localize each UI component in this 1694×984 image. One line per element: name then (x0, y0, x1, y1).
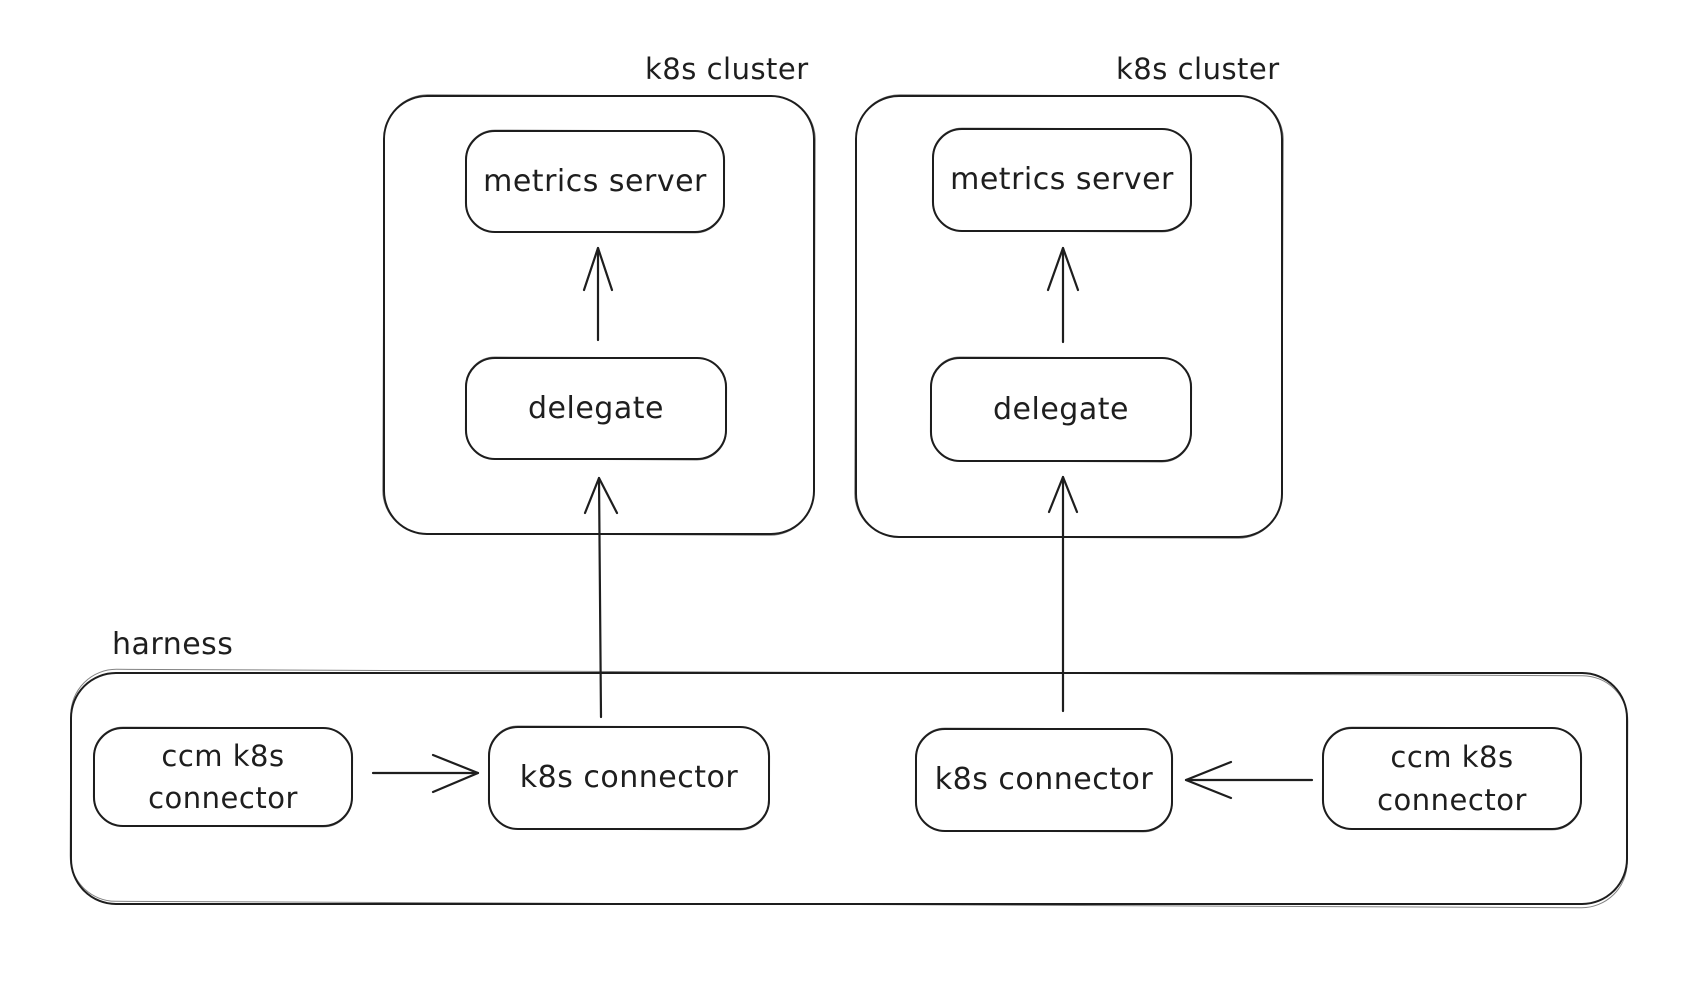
k8s-cluster-label-right: k8s cluster (1116, 52, 1280, 86)
harness-label: harness (112, 627, 234, 662)
ccm-k8s-connector-left-line1: ccm k8s (161, 738, 285, 773)
k8s-connector-node-left: k8s connector (488, 726, 770, 830)
metrics-server-label-right: metrics server (950, 162, 1174, 198)
delegate-label-right: delegate (993, 391, 1129, 427)
delegate-node-right: delegate (930, 357, 1192, 462)
k8s-cluster-frame-right (855, 95, 1283, 538)
ccm-k8s-connector-node-right: ccm k8s connector (1322, 727, 1582, 830)
ccm-k8s-connector-node-left: ccm k8s connector (93, 727, 353, 827)
k8s-connector-label-right: k8s connector (934, 762, 1154, 798)
metrics-server-label-left: metrics server (483, 163, 707, 199)
metrics-server-node-left: metrics server (465, 130, 725, 233)
ccm-k8s-connector-right-line1: ccm k8s (1390, 740, 1514, 775)
k8s-connector-node-right: k8s connector (915, 728, 1173, 832)
delegate-label-left: delegate (528, 390, 664, 426)
harness-frame (70, 672, 1628, 905)
metrics-server-node-right: metrics server (932, 128, 1192, 232)
k8s-connector-label-left: k8s connector (519, 760, 739, 796)
delegate-node-left: delegate (465, 357, 727, 460)
ccm-k8s-connector-right-line2: connector (1377, 782, 1527, 817)
k8s-cluster-label-left: k8s cluster (645, 52, 809, 86)
ccm-k8s-connector-left-line2: connector (148, 781, 298, 815)
